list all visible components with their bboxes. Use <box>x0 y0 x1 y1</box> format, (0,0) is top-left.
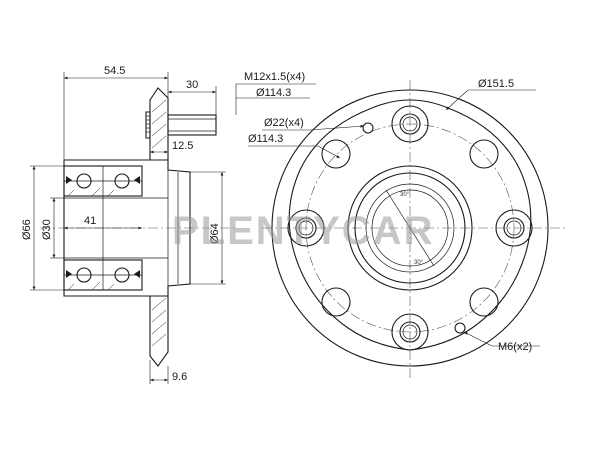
callout-hole-diameter: Ø22(x4) <box>264 117 304 129</box>
hub-flange-lower <box>149 295 169 367</box>
angle-mark-top: 30° <box>400 192 410 198</box>
hub-inner-circle <box>365 183 455 273</box>
lightening-holes <box>321 139 499 317</box>
dim-overall-length: 54.5 <box>104 65 125 77</box>
callout-set-screw: M6(x2) <box>498 341 532 353</box>
angle-mark-bottom: 30° <box>414 260 424 266</box>
dim-bearing-width: 41 <box>84 215 96 227</box>
flange-hatching <box>151 99 167 347</box>
m6-hole-bottom <box>454 322 466 334</box>
front-view: 30° 30° M12x1.5(x4) Ø114.3 Ø151.5 Ø22(x4… <box>235 71 565 380</box>
stud-bosses <box>287 105 533 351</box>
dim-inner-diameter: Ø30 <box>41 219 53 240</box>
callout-flange-diameter: Ø151.5 <box>478 78 514 90</box>
callout-hole-pcd: Ø114.3 <box>248 133 283 145</box>
hub-mid-circle <box>354 172 466 284</box>
m6-hole-top <box>362 122 374 134</box>
callout-stud-pcd: Ø114.3 <box>256 87 291 99</box>
flange-outer-circle <box>271 89 549 367</box>
wheel-stud <box>145 111 217 139</box>
hub-flange <box>149 87 169 161</box>
flange-lobed-outline <box>288 99 532 351</box>
dim-stud-projection: 30 <box>186 79 198 91</box>
bearing-section <box>63 165 143 291</box>
side-view: 54.5 30 12.5 9.6 Ø66 Ø30 41 Ø64 <box>21 65 235 384</box>
dim-flange-offset: 9.6 <box>172 371 187 383</box>
hub-outer-circle <box>347 165 473 291</box>
dim-outer-diameter: Ø66 <box>21 219 33 240</box>
brand-watermark: PLENTYCAR <box>172 209 434 253</box>
hub-bore-circle <box>371 189 449 267</box>
dim-pilot-diameter: Ø64 <box>209 223 221 244</box>
dim-flange-thickness: 12.5 <box>172 140 193 152</box>
pcd-circle <box>305 123 515 333</box>
callout-stud-thread: M12x1.5(x4) <box>244 71 305 83</box>
